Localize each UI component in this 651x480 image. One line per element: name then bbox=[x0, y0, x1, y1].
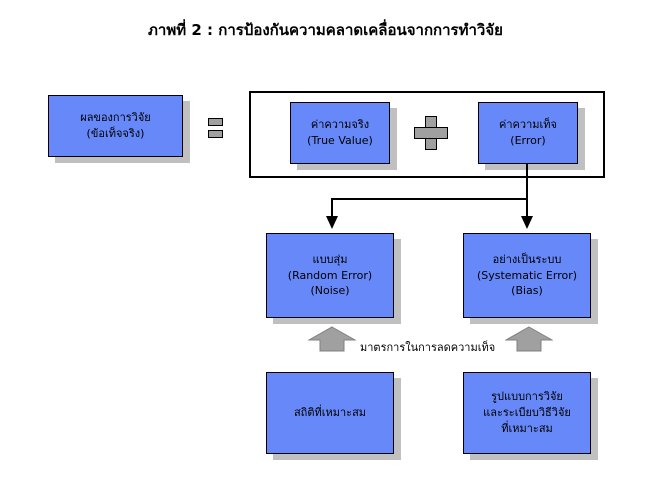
page-title: ภาพที่ 2 : การป้องกันความคลาดเคลื่อนจากก… bbox=[148, 21, 503, 39]
measures-label: มาตรการในการลดความเท็จ bbox=[360, 341, 496, 354]
node-systematic-error[interactable]: อย่างเป็นระบบ (Systematic Error) (Bias) bbox=[463, 233, 591, 318]
plus-sign-icon bbox=[414, 116, 448, 150]
node-line: ค่าความจริง bbox=[310, 118, 370, 132]
equals-bar-bottom bbox=[208, 130, 223, 138]
node-line: (ข้อเท็จจริง) bbox=[86, 127, 145, 140]
node-line: (Bias) bbox=[511, 284, 543, 298]
equation-group-box bbox=[249, 91, 605, 178]
plus-center-mask bbox=[426, 128, 436, 138]
node-line: ผลของการวิจัย bbox=[80, 111, 151, 125]
connector-left-branch bbox=[331, 198, 333, 218]
connector-error-down bbox=[526, 164, 528, 199]
node-line: รูปแบบการวิจัย bbox=[491, 390, 563, 404]
node-line: แบบสุ่ม bbox=[312, 252, 348, 266]
node-research-design[interactable]: รูปแบบการวิจัย และระเบียบวิธีวิจัย ที่เห… bbox=[463, 372, 591, 454]
equals-sign-icon bbox=[208, 118, 223, 138]
equals-bar-top bbox=[208, 118, 223, 126]
node-line: ที่เหมาะสม bbox=[501, 421, 553, 435]
node-line: (Random Error) bbox=[287, 268, 373, 282]
node-line: สถิติที่เหมาะสม bbox=[293, 406, 367, 420]
node-line: (Systematic Error) bbox=[476, 268, 578, 282]
connector-spreader bbox=[331, 198, 527, 200]
connector-right-branch bbox=[526, 198, 528, 218]
node-line: (Error) bbox=[510, 134, 546, 147]
node-random-error[interactable]: แบบสุ่ม (Random Error) (Noise) bbox=[266, 233, 394, 318]
node-research-result[interactable]: ผลของการวิจัย (ข้อเท็จจริง) bbox=[48, 95, 183, 157]
node-true-value[interactable]: ค่าความจริง (True Value) bbox=[290, 102, 390, 164]
arrowhead-right bbox=[521, 216, 533, 229]
node-line: (Noise) bbox=[310, 284, 350, 298]
node-error[interactable]: ค่าความเท็จ (Error) bbox=[478, 102, 578, 164]
node-appropriate-statistics[interactable]: สถิติที่เหมาะสม bbox=[266, 372, 394, 454]
node-line: ค่าความเท็จ bbox=[499, 118, 557, 132]
arrowhead-left bbox=[326, 216, 338, 229]
node-line: อย่างเป็นระบบ bbox=[492, 252, 562, 266]
node-line: (True Value) bbox=[307, 134, 373, 147]
node-line: และระเบียบวิธีวิจัย bbox=[483, 406, 571, 420]
up-arrow-icon-right bbox=[505, 326, 553, 352]
up-arrow-icon-left bbox=[308, 326, 356, 352]
